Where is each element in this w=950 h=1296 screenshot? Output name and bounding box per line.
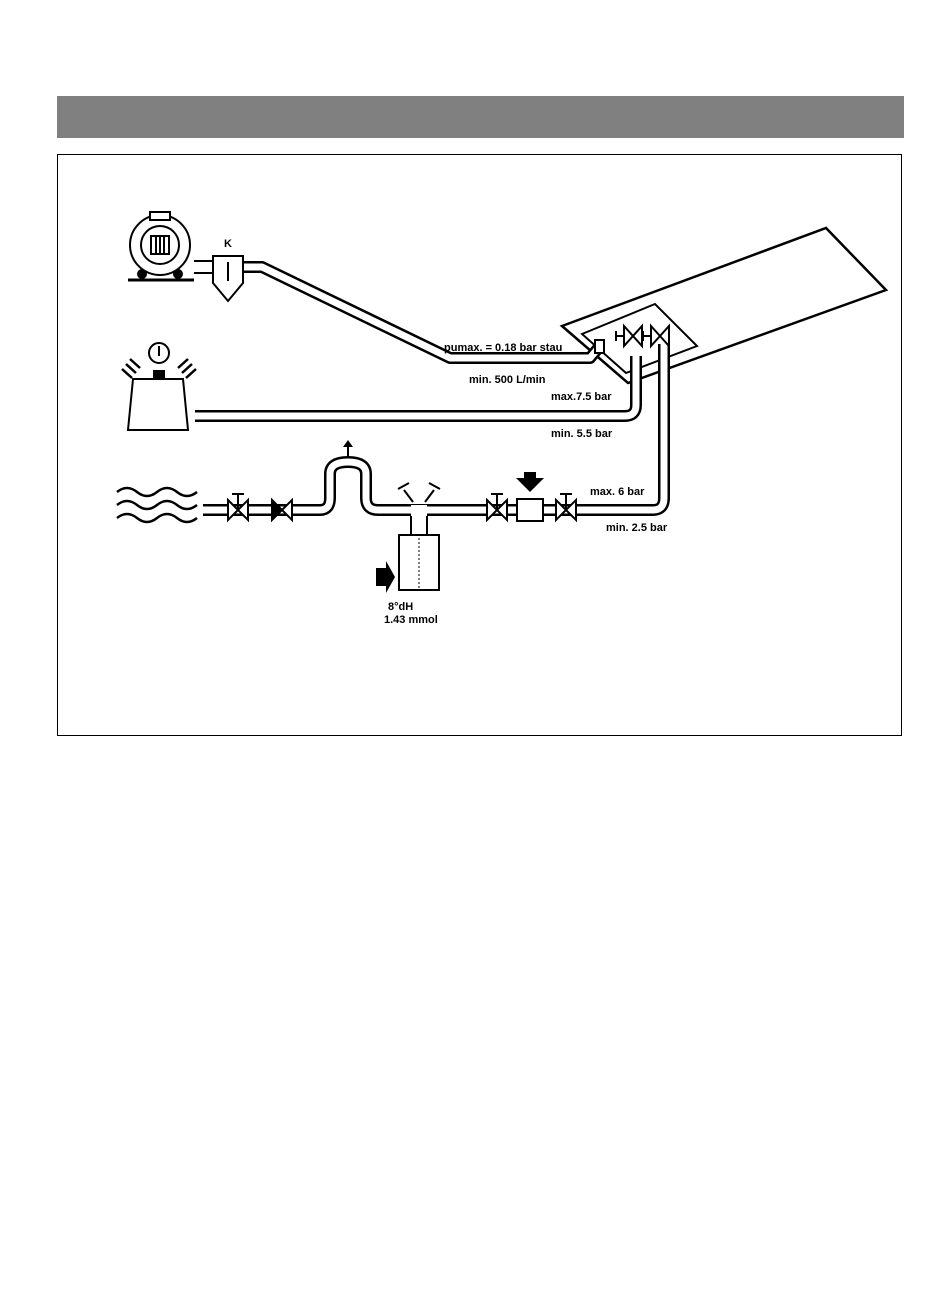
water-max-label: max. 6 bar: [590, 486, 645, 498]
isolation-valve-icon: [487, 494, 507, 520]
salt-arrow-icon: [376, 561, 395, 593]
hardness-label: 8°dH: [388, 601, 413, 613]
shutoff-valve-icon: [228, 494, 248, 520]
air-pipe: [195, 356, 636, 416]
machine-plate: [562, 228, 886, 383]
hardness-mmol-label: 1.43 mmol: [384, 614, 438, 626]
compressor-icon: [122, 343, 196, 430]
air-max-label: max.7.5 bar: [551, 391, 612, 403]
filter-k-icon: [194, 256, 243, 301]
water-min-label: min. 2.5 bar: [606, 522, 668, 534]
air-min-label: min. 5.5 bar: [551, 428, 613, 440]
air-vent-icon: [343, 440, 353, 456]
blower-icon: [128, 212, 194, 280]
water-supply-icon: [117, 488, 197, 522]
suction-pressure-label: pumax. = 0.18 bar stau: [444, 342, 562, 354]
filter-label: K: [224, 238, 232, 250]
water-softener-icon: [398, 483, 440, 590]
outlet-valve-icon: [556, 494, 576, 520]
suction-flow-label: min. 500 L/min: [469, 374, 546, 386]
pressure-reducer-icon: [516, 472, 544, 521]
check-valve-icon: [272, 500, 292, 520]
